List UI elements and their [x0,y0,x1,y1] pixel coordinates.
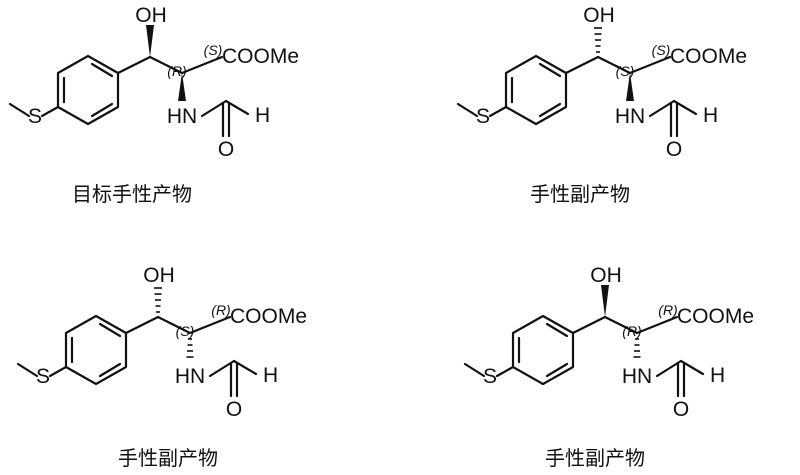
oh-hash-bond [154,287,162,313]
nh-label: HN [167,105,197,128]
oh-wedge-bond [601,285,609,317]
carbonyl-o-label: O [226,398,242,421]
aldehyde-h-label: H [710,364,725,387]
nh-hash-bond [633,338,641,358]
aromatic-double-bond [538,102,562,118]
stereo-descriptor-1: (R) [622,323,641,339]
ring-c1-bond [571,315,607,335]
c1-c2-bond [156,315,192,335]
molecule-caption: 手性副产物 [545,446,645,470]
sulfur-label: S [36,365,50,388]
molecule-2: S OH COOMe HN H O (S) (S) 手性副产物 [456,4,747,206]
nh-label: HN [615,105,645,128]
stereo-descriptor-2: (S) [652,42,671,58]
stereo-descriptor-1: (R) [167,63,186,79]
benzene-ring [511,314,575,386]
ring-c1-bond [564,55,600,75]
sulfur-label: S [476,105,490,128]
aromatic-double-bond [545,322,569,338]
s-methyl-bond [8,102,31,118]
aromatic-double-bond [98,322,122,338]
sulfur-label: S [483,365,497,388]
molecule-caption: 目标手性产物 [72,182,192,206]
ring-c1-bond [124,315,160,335]
benzene-ring [64,314,128,386]
aromatic-double-bond [90,62,114,78]
molecule-4: S OH COOMe HN H O (R) (R) 手性副产物 [463,264,754,470]
s-methyl-bond [456,102,479,118]
c1-c2-bond [603,315,639,335]
nh-wedge-bond [626,73,634,101]
ester-label: COOMe [677,305,754,328]
stereo-descriptor-2: (R) [658,302,677,318]
molecule-3: S OH COOMe HN H O (S) (R) 手性副产物 [16,264,307,470]
molecule-caption: 手性副产物 [530,182,630,206]
nh-hash-bond [186,338,194,358]
ester-label: COOMe [222,45,299,68]
ring-c1-bond [116,55,152,75]
aldehyde-h-label: H [255,104,270,127]
ring-s-bond [40,105,60,118]
stereo-descriptor-1: (S) [176,323,195,339]
carbonyl-o-label: O [666,138,682,161]
aromatic-double-bond [545,362,569,378]
nh-label: HN [175,365,205,388]
c1-c2-bond [148,55,184,75]
aldehyde-h-label: H [263,364,278,387]
c2-ester-bond [628,55,672,75]
stereo-descriptor-2: (S) [204,42,223,58]
s-methyl-bond [463,362,486,378]
carbonyl-o-label: O [218,138,234,161]
nh-wedge-bond [178,73,186,101]
sulfur-label: S [28,105,42,128]
molecule-1: S OH COOMe HN H O (R) (S) 目标手性产物 [8,4,299,206]
molecule-caption: 手性副产物 [118,446,218,470]
c2-ester-bond [635,315,679,335]
aromatic-double-bond [98,362,122,378]
ring-s-bond [48,365,68,378]
oh-label: OH [135,4,167,27]
stereo-descriptor-2: (R) [211,302,230,318]
ring-s-bond [488,105,508,118]
aromatic-double-bond [90,102,114,118]
s-methyl-bond [16,362,39,378]
aromatic-double-bond [538,62,562,78]
oh-hash-bond [594,27,602,53]
oh-wedge-bond [146,25,154,57]
aldehyde-h-label: H [703,104,718,127]
c1-c2-bond [596,55,632,75]
stereo-descriptor-1: (S) [616,63,635,79]
benzene-ring [504,54,568,126]
carbonyl-o-label: O [673,398,689,421]
ester-label: COOMe [230,305,307,328]
benzene-ring [56,54,120,126]
ester-label: COOMe [670,45,747,68]
oh-label: OH [590,264,622,287]
oh-label: OH [143,264,175,287]
oh-label: OH [583,4,615,27]
nh-label: HN [622,365,652,388]
c2-ester-bond [180,55,224,75]
ring-s-bond [495,365,515,378]
c2-ester-bond [188,315,232,335]
